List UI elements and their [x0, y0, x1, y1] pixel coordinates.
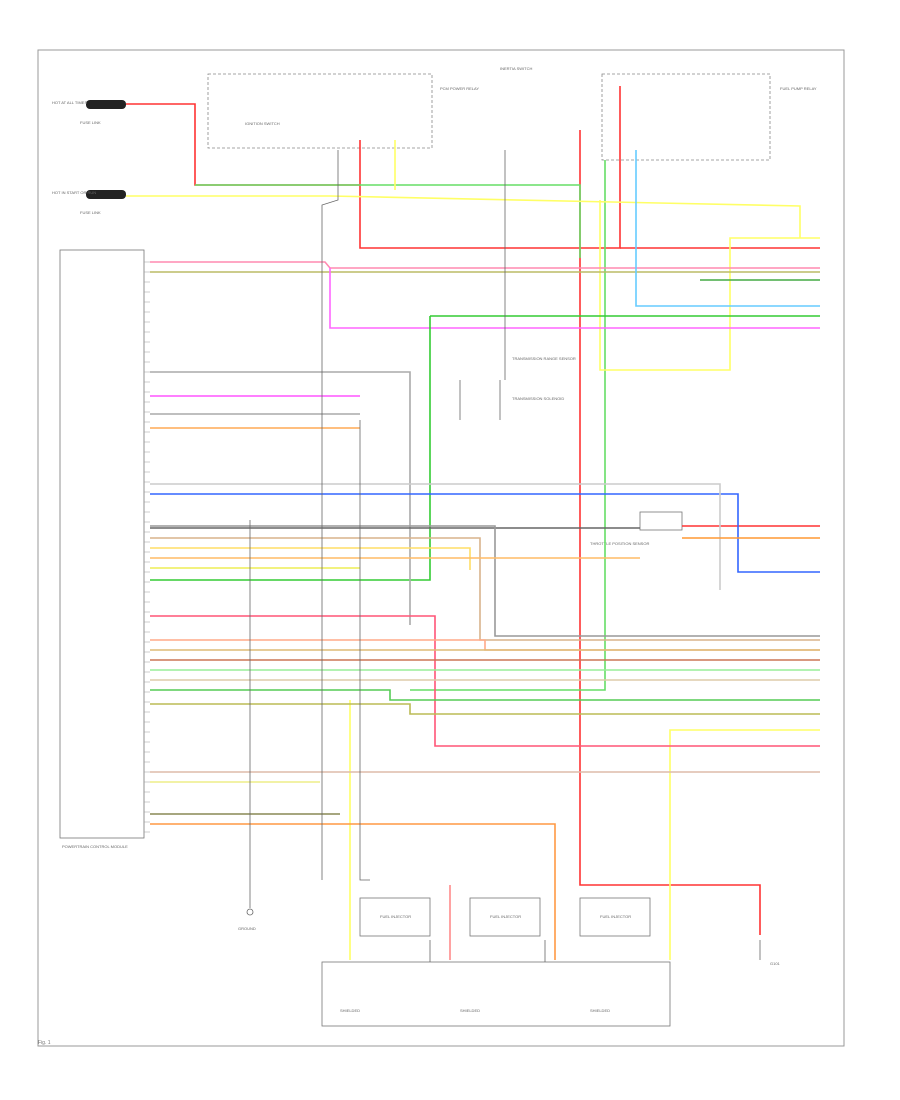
ground-b-label: G101	[770, 961, 781, 966]
throttle-position-sensor	[639, 511, 683, 531]
wire-yellow-inj3	[669, 729, 820, 960]
diagram-frame	[37, 49, 845, 1047]
trans-range-label: TRANSMISSION RANGE SENSOR	[512, 356, 576, 361]
batt-mid-label: HOT IN START OR RUN	[52, 190, 96, 195]
wire-black-v1	[321, 150, 339, 880]
ground-a-label: GROUND	[238, 926, 256, 931]
wire-tan-1	[150, 537, 820, 641]
trans-solenoid-label: TRANSMISSION SOLENOID	[512, 396, 564, 401]
trans-range-switch: TRANSMISSION RANGE SENSOR TRANSMISSION S…	[459, 356, 576, 420]
wire-pink-8	[150, 639, 820, 651]
wire-green-13	[150, 689, 820, 701]
fuse-link-mid-label: FUSE LINK	[80, 210, 101, 215]
battery-connector-top: HOT AT ALL TIMES FUSE LINK	[52, 100, 126, 125]
pcm-pin-ticks	[144, 261, 150, 833]
pcm-label: POWERTRAIN CONTROL MODULE	[62, 844, 128, 849]
injector-1-label: FUEL INJECTOR	[380, 914, 411, 919]
wire-blue-sensor	[150, 493, 820, 573]
ignition-switch-box	[207, 73, 433, 149]
page-tag: Fig. 1	[38, 1040, 51, 1046]
wire-cyan-relay	[635, 150, 820, 307]
ground-symbol-a: GROUND	[238, 880, 256, 931]
battery-connector-mid: HOT IN START OR RUN FUSE LINK	[52, 190, 126, 215]
injector-3-label: FUEL INJECTOR	[600, 914, 631, 919]
wire-orange-injector	[150, 823, 556, 960]
throttle-pos-label: THROTTLE POSITION SENSOR	[590, 541, 649, 546]
wire-yellow-relay	[599, 200, 820, 371]
batt-top-label: HOT AT ALL TIMES	[52, 100, 87, 105]
wire-pink-1	[150, 261, 820, 269]
fuse-link-top-label: FUSE LINK	[80, 120, 101, 125]
wire-olive-14	[150, 703, 820, 715]
ground-symbol-b: G101	[759, 940, 781, 966]
pcm-box	[59, 249, 145, 839]
main-relay-label: PCM POWER RELAY	[440, 86, 479, 91]
wire-gray-sensor	[150, 371, 411, 625]
shielded-label-3: SHIELDED	[590, 1008, 610, 1013]
inertia-switch-label: INERTIA SWITCH	[500, 66, 532, 71]
wire-gray-2	[150, 525, 820, 637]
fuel-pump-relay-label: FUEL PUMP RELAY	[780, 86, 817, 91]
wire-pink-7	[150, 615, 820, 747]
wire-yellow-3	[150, 547, 471, 570]
wire-magenta-pcm	[329, 268, 820, 329]
wire-red-power	[126, 103, 360, 186]
wire-green-long	[410, 160, 606, 691]
wire-green-pcm-long	[150, 316, 431, 581]
wire-red-pcm-feed	[359, 86, 621, 249]
injector-2-label: FUEL INJECTOR	[490, 914, 521, 919]
wire-green-ign	[195, 184, 581, 258]
fuel-pump-relay-box	[601, 73, 771, 161]
wire-black-v2	[359, 420, 370, 881]
shielded-label-1: SHIELDED	[340, 1008, 360, 1013]
fuel-injector-group: FUEL INJECTOR FUEL INJECTOR FUEL INJECTO…	[321, 897, 671, 1027]
ignition-switch-label: IGNITION SWITCH	[245, 121, 280, 126]
wire-yellow-mid	[126, 195, 801, 238]
shielded-label-2: SHIELDED	[460, 1008, 480, 1013]
wire-gray-sensor2	[150, 483, 721, 590]
